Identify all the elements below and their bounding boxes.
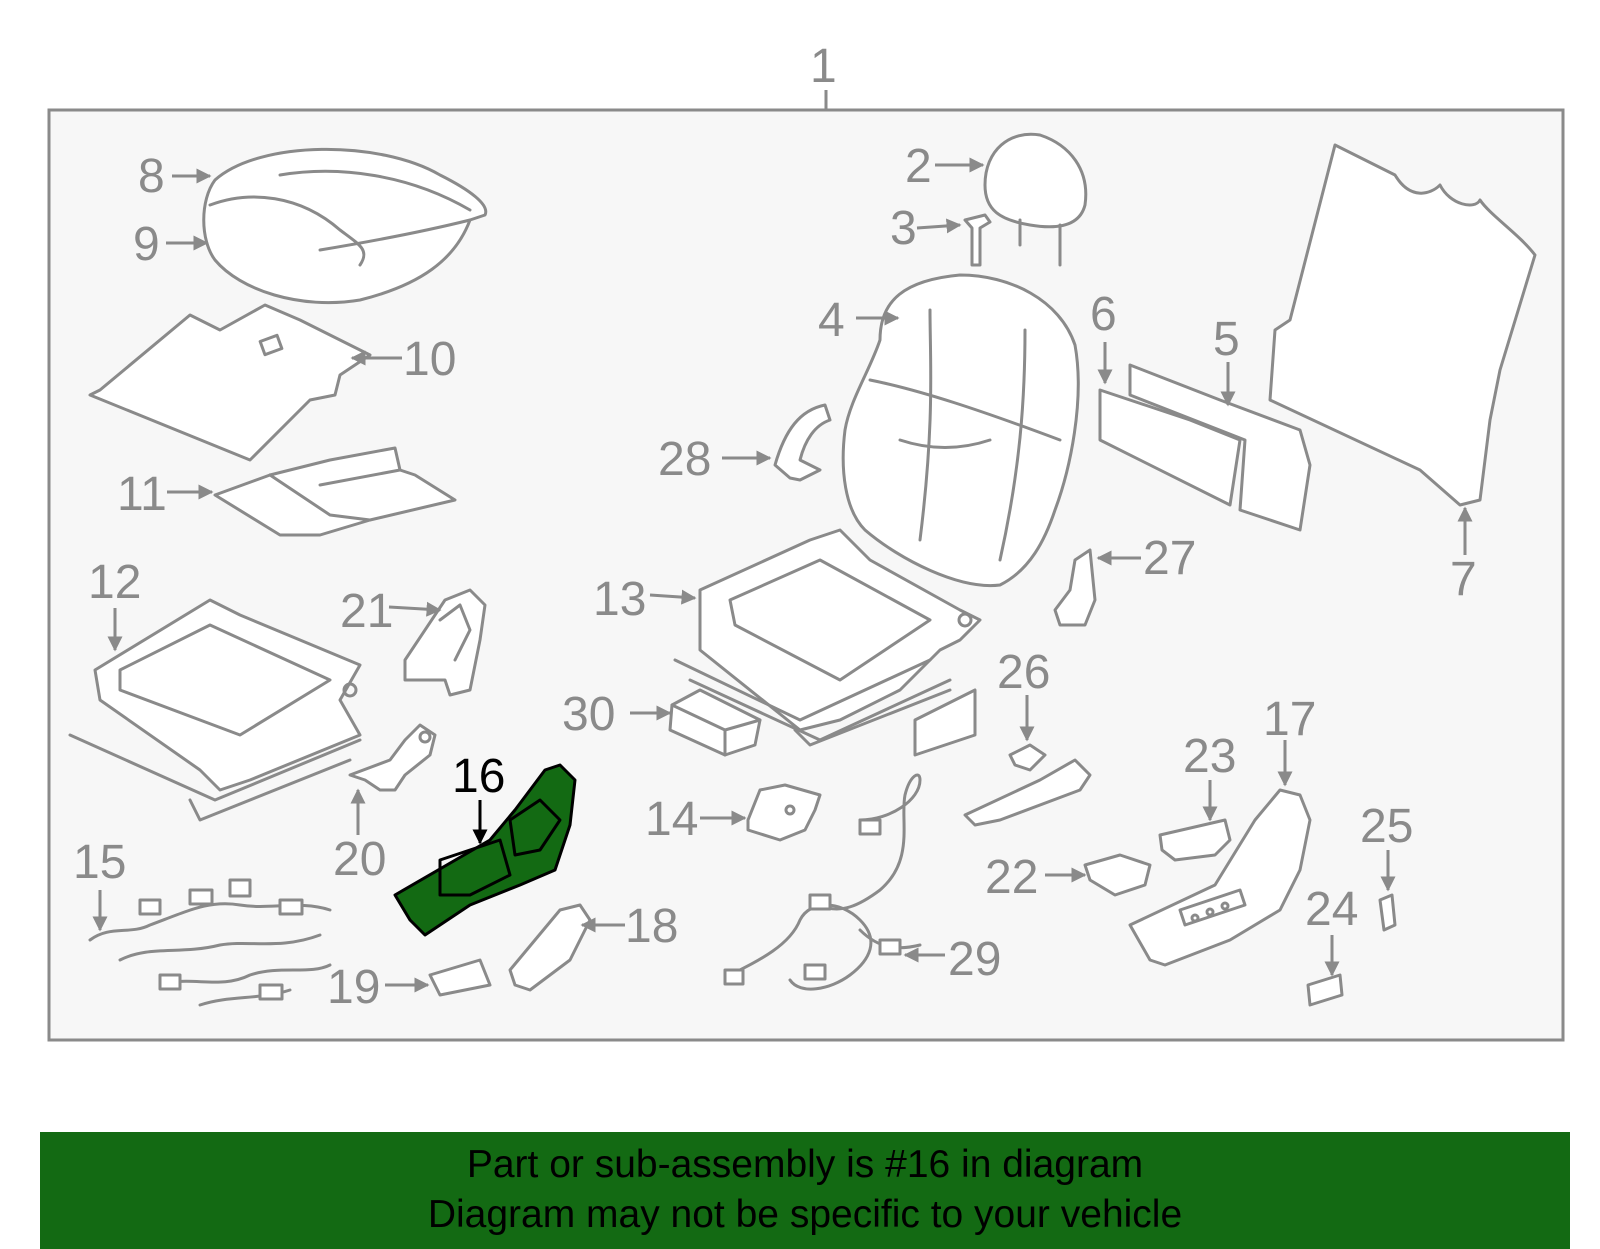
seat-cushion-cover-part [202, 147, 488, 305]
banner-line-part-number: Part or sub-assembly is #16 in diagram [466, 1143, 1144, 1186]
switch-knob-part [1158, 818, 1232, 862]
label-18: 18 [625, 900, 678, 953]
label-25: 25 [1360, 800, 1413, 853]
callout-arrows [92, 157, 1473, 993]
highlighted-part-16 [393, 763, 577, 937]
label-29: 29 [948, 933, 1001, 986]
label-22: 22 [985, 851, 1038, 904]
back-board-part [1268, 143, 1537, 507]
seat-track-frame-part [673, 528, 982, 747]
label-13: 13 [593, 573, 646, 626]
label-26: 26 [997, 646, 1050, 699]
callout-labels: 1 2 3 4 5 6 7 8 9 10 11 12 13 14 15 16 1… [73, 40, 1477, 1014]
label-30: 30 [562, 688, 615, 741]
back-pad-part [1098, 363, 1312, 532]
label-27: 27 [1143, 532, 1196, 585]
back-bracket-part [1053, 548, 1097, 627]
track-cover-part [913, 688, 977, 757]
headrest-guide-part [963, 213, 992, 267]
cushion-frame-part [68, 598, 362, 822]
label-17: 17 [1263, 693, 1316, 746]
label-7: 7 [1450, 553, 1477, 606]
label-3: 3 [890, 202, 917, 255]
info-banner: Part or sub-assembly is #16 in diagram D… [40, 1132, 1570, 1249]
label-1: 1 [810, 40, 837, 93]
wire-harness-part [88, 878, 332, 1007]
clip-part [773, 403, 832, 482]
trim-cover-part [508, 903, 592, 992]
label-24: 24 [1305, 883, 1358, 936]
label-10: 10 [403, 333, 456, 386]
label-12: 12 [88, 556, 141, 609]
label-6: 6 [1090, 288, 1117, 341]
side-shield-part [403, 588, 487, 697]
label-15: 15 [73, 836, 126, 889]
switch-cap-part [1306, 973, 1344, 1007]
bracket-part [348, 723, 437, 792]
label-19: 19 [327, 961, 380, 1014]
label-20: 20 [333, 833, 386, 886]
seat-wiring-part [723, 773, 922, 991]
label-14: 14 [645, 793, 698, 846]
cushion-heater-part [213, 446, 457, 537]
label-11: 11 [117, 468, 167, 521]
label-8: 8 [138, 150, 165, 203]
outer-trim-part [963, 743, 1092, 827]
label-28: 28 [658, 433, 711, 486]
switch-bracket-part [1083, 853, 1152, 897]
knob-part [428, 958, 492, 997]
lever-part [1378, 893, 1397, 932]
power-seat-switch-part [1128, 788, 1312, 967]
control-module-part [668, 688, 762, 757]
label-2: 2 [905, 140, 932, 193]
label-23: 23 [1183, 730, 1236, 783]
label-4: 4 [818, 294, 845, 347]
parts-diagram: 1 2 3 4 5 6 7 8 9 10 11 12 13 14 15 16 1… [47, 40, 1565, 1042]
label-16-highlighted: 16 [452, 750, 505, 803]
label-9: 9 [133, 218, 160, 271]
mounting-bracket-part [746, 783, 822, 842]
headrest-part [983, 132, 1088, 267]
banner-line-disclaimer: Diagram may not be specific to your vehi… [427, 1193, 1183, 1236]
label-21: 21 [340, 585, 393, 638]
label-5: 5 [1213, 313, 1240, 366]
seat-back-cover-part [841, 273, 1080, 588]
